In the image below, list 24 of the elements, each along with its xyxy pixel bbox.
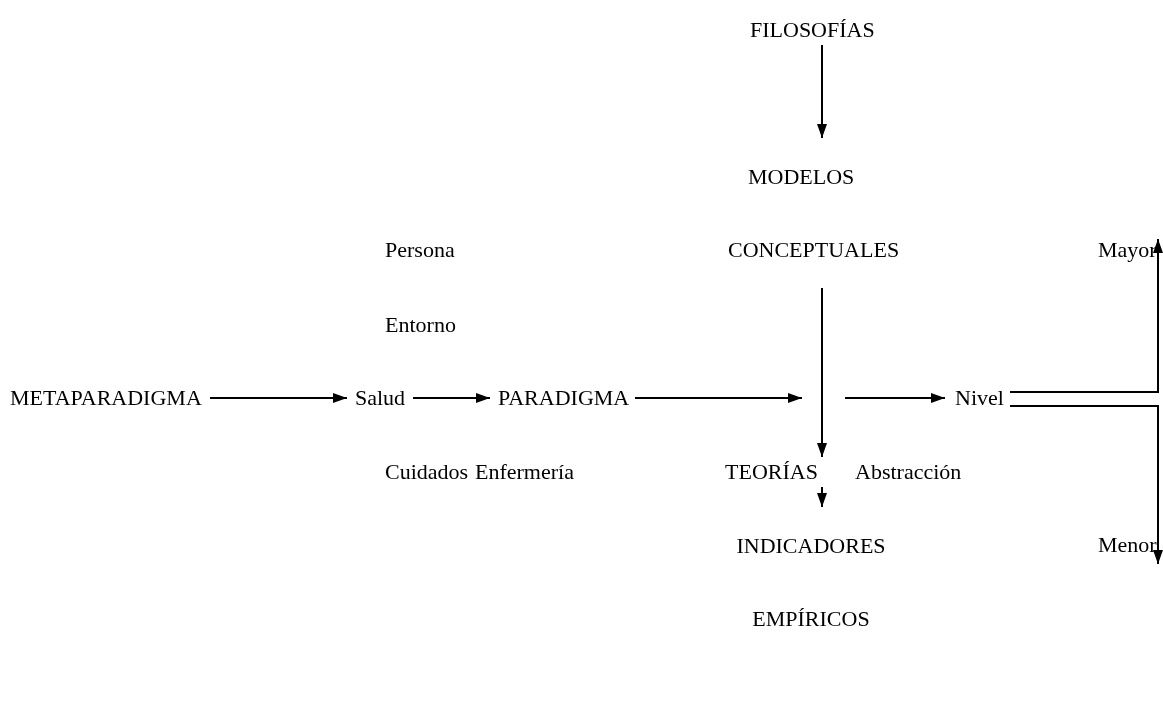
concept-text: PARADIGMA — [498, 385, 630, 411]
concept-text: METAPARADIGMA — [10, 385, 202, 411]
concept-text: Salud — [355, 385, 406, 411]
arrow — [817, 44, 827, 139]
concept-label: Enfermería — [475, 459, 574, 485]
concept-label: Cuidados — [385, 459, 469, 485]
concept-label: Abstracción — [855, 459, 962, 485]
concept-text: TEORÍAS — [725, 459, 818, 485]
arrow — [1009, 238, 1163, 393]
concept-text: INDICADORES EMPÍRICOS — [728, 509, 894, 655]
concept-text: Menor — [1098, 532, 1157, 558]
arrow — [412, 393, 491, 403]
arrow — [209, 393, 348, 403]
concept-text: FILOSOFÍAS — [750, 17, 875, 43]
arrow — [1009, 405, 1163, 565]
concept-label: Entorno — [385, 312, 456, 338]
concept-text: MODELOS CONCEPTUALES — [728, 140, 1000, 286]
concept-text: Mayor — [1098, 237, 1157, 263]
arrow — [634, 393, 803, 403]
concept-text: Nivel — [955, 385, 1004, 411]
arrow — [844, 393, 946, 403]
arrow — [817, 486, 827, 508]
arrow — [817, 287, 827, 458]
concept-label: Persona — [385, 237, 455, 263]
